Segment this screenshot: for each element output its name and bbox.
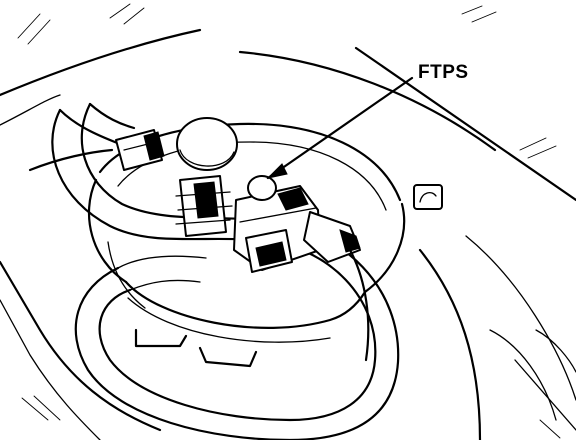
pump-module-flange <box>88 122 406 368</box>
access-plug <box>413 184 443 210</box>
left-quick-connector <box>115 129 165 171</box>
pump-cap <box>176 117 238 171</box>
ftps-label: FTPS <box>418 62 469 83</box>
center-connector <box>175 175 233 237</box>
right-connector <box>303 211 370 362</box>
ftps-sensor <box>233 175 321 273</box>
ftps-leader <box>266 76 414 180</box>
floor-panel-outline <box>0 28 576 440</box>
fuel-hose-loop <box>51 102 400 440</box>
panel-hatching <box>17 3 561 439</box>
